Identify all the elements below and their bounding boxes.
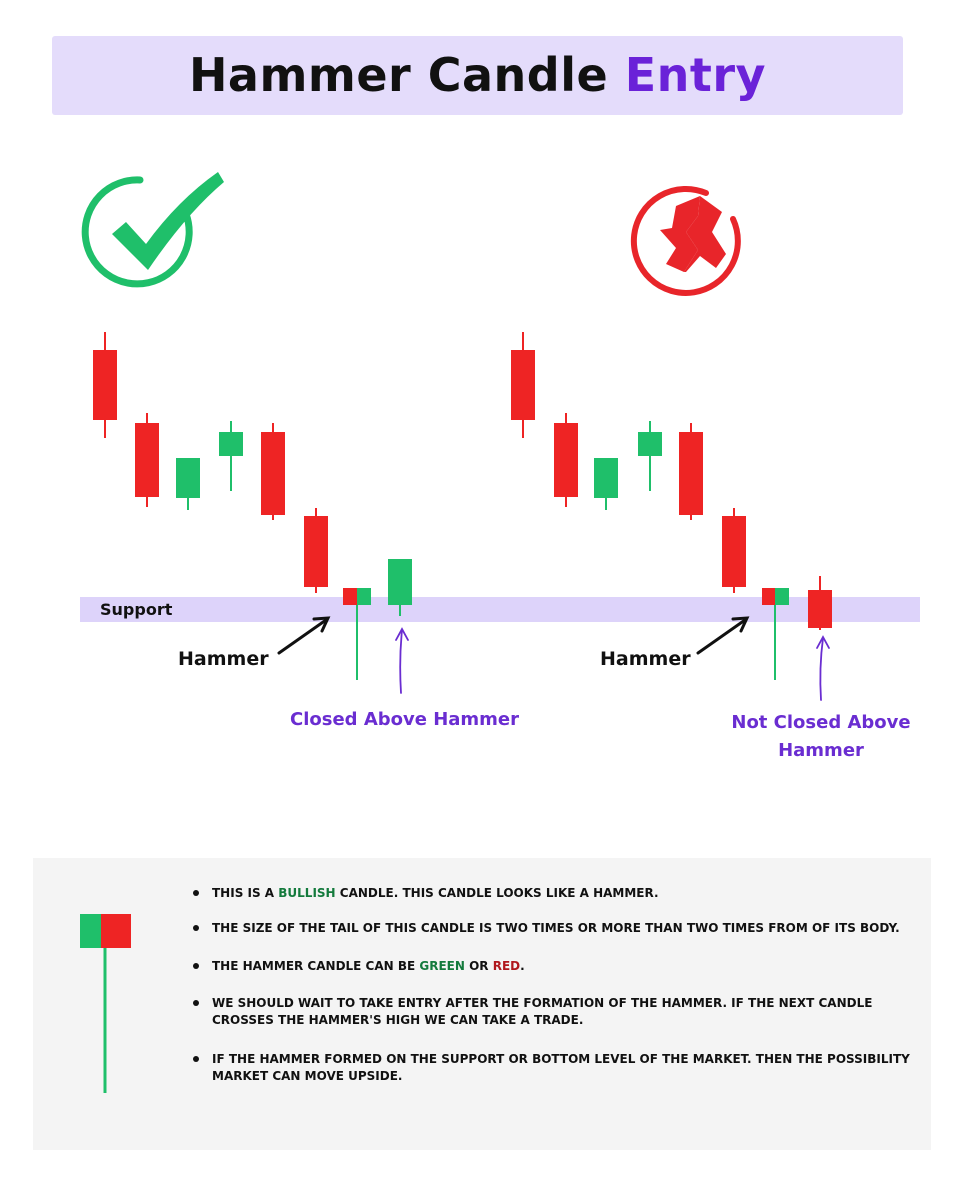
rule-item: THE HAMMER CANDLE CAN BE GREEN OR RED.	[193, 958, 913, 975]
support-band	[80, 597, 920, 622]
candle-bear	[93, 332, 117, 438]
rule-text: GREEN	[419, 959, 465, 973]
right-candles	[511, 332, 832, 680]
candle-bull	[176, 458, 200, 510]
hammer-candle	[343, 588, 371, 680]
candle-bull-confirm	[388, 559, 412, 616]
candle-bear	[511, 332, 535, 438]
arrow-to-hammer-right	[696, 616, 750, 655]
not-closed-line1: Not Closed Above	[731, 712, 911, 733]
rule-text: WE SHOULD WAIT TO TAKE ENTRY AFTER THE F…	[212, 996, 873, 1027]
rule-text: RED	[492, 959, 521, 973]
rule-text: THE SIZE OF THE TAIL OF THIS CANDLE IS T…	[212, 921, 900, 935]
info-panel	[33, 858, 931, 1150]
rules-list: THIS IS A BULLISH CANDLE. THIS CANDLE LO…	[193, 885, 913, 1085]
candle-bear-fail	[808, 576, 832, 630]
not-closed-line2: Hammer	[778, 740, 864, 761]
not-closed-above-label: Not Closed Above Hammer	[726, 709, 916, 765]
arrow-to-hammer-left	[277, 616, 331, 655]
title-accent: Entry	[624, 48, 767, 102]
rule-text: THIS IS A	[212, 886, 279, 900]
rule-text: THE HAMMER CANDLE CAN BE	[212, 959, 420, 973]
rule-text: OR	[464, 959, 493, 973]
arrow-to-fail-candle	[816, 635, 830, 701]
page-title: Hammer Candle Entry	[52, 36, 903, 115]
rule-text: BULLISH	[278, 886, 336, 900]
rule-item: IF THE HAMMER FORMED ON THE SUPPORT OR B…	[193, 1051, 913, 1085]
left-candles	[93, 332, 412, 680]
candle-bull	[638, 421, 662, 491]
candle-bull	[219, 421, 243, 491]
checkmark-circle-icon	[81, 172, 224, 288]
candle-bear	[304, 508, 328, 593]
rule-item: THIS IS A BULLISH CANDLE. THIS CANDLE LO…	[193, 885, 913, 902]
rule-text: .	[520, 959, 525, 973]
hammer-label-left: Hammer	[178, 648, 269, 670]
rule-item: THE SIZE OF THE TAIL OF THIS CANDLE IS T…	[193, 920, 913, 937]
support-label: Support	[100, 600, 173, 619]
arrow-to-confirm-candle	[395, 627, 409, 694]
cross-circle-icon	[630, 186, 741, 296]
candle-bull	[594, 458, 618, 510]
candle-bear	[722, 508, 746, 593]
candle-bear	[135, 413, 159, 507]
title-main: Hammer Candle	[188, 48, 609, 102]
candle-bear	[261, 423, 285, 520]
candle-bear	[554, 413, 578, 507]
hammer-label-right: Hammer	[600, 648, 691, 670]
rule-text: IF THE HAMMER FORMED ON THE SUPPORT OR B…	[212, 1052, 910, 1083]
hammer-candle	[762, 588, 789, 680]
closed-above-label: Closed Above Hammer	[290, 709, 520, 730]
rule-item: WE SHOULD WAIT TO TAKE ENTRY AFTER THE F…	[193, 995, 913, 1029]
candle-bear	[679, 423, 703, 520]
rule-text: CANDLE. THIS CANDLE LOOKS LIKE A HAMMER.	[335, 886, 659, 900]
title-banner: Hammer Candle Entry	[52, 36, 903, 115]
